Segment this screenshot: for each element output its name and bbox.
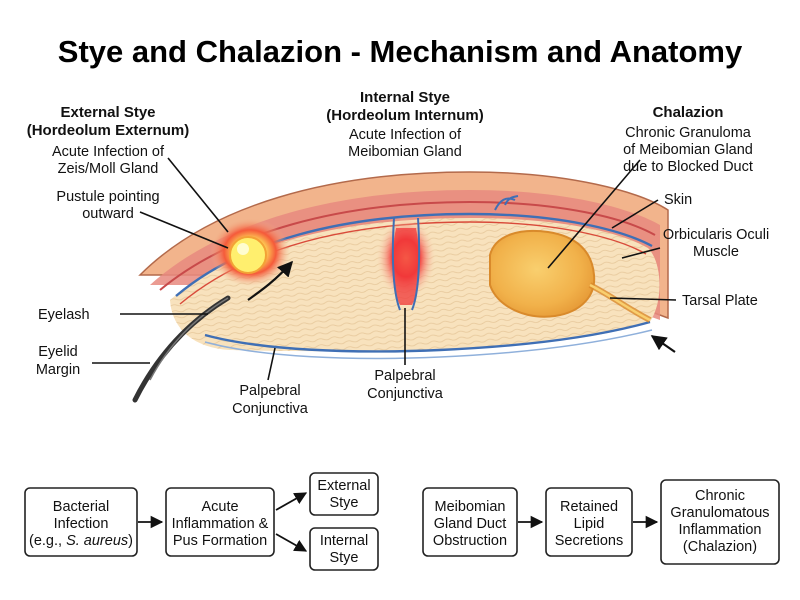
label-internal-stye: Internal Stye (Hordeolum Internum) Acute… xyxy=(326,89,484,160)
svg-text:Pus Formation: Pus Formation xyxy=(173,533,267,549)
svg-text:External: External xyxy=(317,478,370,494)
chalazion-desc: Chronic Granuloma xyxy=(625,125,752,141)
pustule-direction-arrow xyxy=(247,260,294,301)
svg-text:Infection: Infection xyxy=(54,516,109,532)
flow-box-gland-obstruction: Meibomian Gland Duct Obstruction xyxy=(422,487,518,557)
chalazion-desc-2: of Meibomian Gland xyxy=(623,142,753,158)
flow-box-chronic-inflammation: Chronic Granulomatous Inflammation (Chal… xyxy=(660,479,780,565)
eyelash-label: Eyelash xyxy=(38,307,90,323)
palpebral-conjunctiva-line xyxy=(204,320,651,353)
svg-text:Lipid: Lipid xyxy=(574,516,605,532)
svg-text:Granulomatous: Granulomatous xyxy=(670,505,769,521)
pustule-leader xyxy=(139,211,229,249)
external-stye-desc-2: Zeis/Moll Gland xyxy=(58,161,159,177)
chalazion-leader xyxy=(547,159,641,269)
internal-stye-desc: Acute Infection of xyxy=(349,127,462,143)
svg-text:Stye: Stye xyxy=(329,550,358,566)
eyelid-margin-label: Eyelid xyxy=(38,344,78,360)
page-title: Stye and Chalazion - Mechanism and Anato… xyxy=(58,34,743,69)
flow-box-bacterial-infection: Bacterial Infection (e.g., S. aureus) xyxy=(24,487,138,557)
svg-text:Stye: Stye xyxy=(329,495,358,511)
label-external-stye: External Stye (Hordeolum Externum) Acute… xyxy=(27,104,229,233)
svg-text:Inflammation &: Inflammation & xyxy=(172,516,269,532)
internal-stye-title: Internal Stye xyxy=(360,89,450,106)
label-pustule: Pustule pointing outward xyxy=(56,189,229,249)
external-stye-title: External Stye xyxy=(60,104,155,121)
svg-text:(Chalazion): (Chalazion) xyxy=(683,539,757,555)
chalazion-title: Chalazion xyxy=(653,104,724,121)
pustule-label-2: outward xyxy=(82,206,134,222)
label-orbicularis: Orbicularis Oculi Muscle xyxy=(621,227,769,260)
skin-label: Skin xyxy=(664,192,692,208)
palpebral-left-label-2: Conjunctiva xyxy=(232,401,309,417)
svg-text:Meibomian: Meibomian xyxy=(435,499,506,515)
skin-leader xyxy=(611,199,659,229)
svg-text:Internal: Internal xyxy=(320,533,368,549)
chalazion-desc-3: due to Blocked Duct xyxy=(623,159,753,175)
flow-box-retained-secretions: Retained Lipid Secretions xyxy=(545,487,633,557)
orbicularis-label-2: Muscle xyxy=(693,244,739,260)
palpebral-left-leader xyxy=(267,347,276,381)
external-stye-subtitle: (Hordeolum Externum) xyxy=(27,122,190,139)
tarsal-plate-leader xyxy=(609,297,677,301)
flow-arrow-2a xyxy=(275,492,308,511)
orbicularis-leader xyxy=(621,247,661,259)
svg-text:Obstruction: Obstruction xyxy=(433,533,507,549)
label-palpebral-left: Palpebral Conjunctiva xyxy=(232,347,309,417)
svg-text:Acute: Acute xyxy=(201,499,238,515)
internal-stye-subtitle: (Hordeolum Internum) xyxy=(326,107,484,124)
label-palpebral-mid: Palpebral Conjunctiva xyxy=(367,308,444,402)
svg-text:Retained: Retained xyxy=(560,499,618,515)
palpebral-mid-label-2: Conjunctiva xyxy=(367,386,444,402)
flow-box-external-stye: External Stye xyxy=(309,472,379,516)
palpebral-mid-label: Palpebral xyxy=(374,368,435,384)
flow-box-acute-inflammation: Acute Inflammation & Pus Formation xyxy=(165,487,275,557)
label-tarsal-plate: Tarsal Plate xyxy=(609,293,758,309)
orbicularis-label: Orbicularis Oculi xyxy=(663,227,769,243)
internal-stye-desc-2: Meibomian Gland xyxy=(348,144,462,160)
external-stye-leader xyxy=(167,157,229,233)
eyelid-margin-label-2: Margin xyxy=(36,362,80,378)
svg-text:Bacterial: Bacterial xyxy=(53,499,109,515)
label-eyelid-margin: Eyelid Margin xyxy=(36,344,150,378)
svg-text:Gland Duct: Gland Duct xyxy=(434,516,507,532)
duct-block-arrow xyxy=(650,335,676,353)
svg-text:Secretions: Secretions xyxy=(555,533,624,549)
flow-arrow-2b xyxy=(275,533,308,552)
eyelid-cross-section xyxy=(132,171,676,403)
flow-box-internal-stye: Internal Stye xyxy=(309,527,379,571)
label-chalazion: Chalazion Chronic Granuloma of Meibomian… xyxy=(547,104,753,269)
palpebral-left-label: Palpebral xyxy=(239,383,300,399)
tarsal-plate-label: Tarsal Plate xyxy=(682,293,758,309)
pustule-label: Pustule pointing xyxy=(56,189,159,205)
label-skin: Skin xyxy=(611,192,692,229)
svg-text:(e.g., S. aureus): (e.g., S. aureus) xyxy=(29,533,133,549)
svg-text:Chronic: Chronic xyxy=(695,488,745,504)
label-eyelash: Eyelash xyxy=(38,307,208,323)
external-stye-desc: Acute Infection of xyxy=(52,144,165,160)
svg-text:Inflammation: Inflammation xyxy=(678,522,761,538)
chalazion-mass xyxy=(489,229,596,318)
